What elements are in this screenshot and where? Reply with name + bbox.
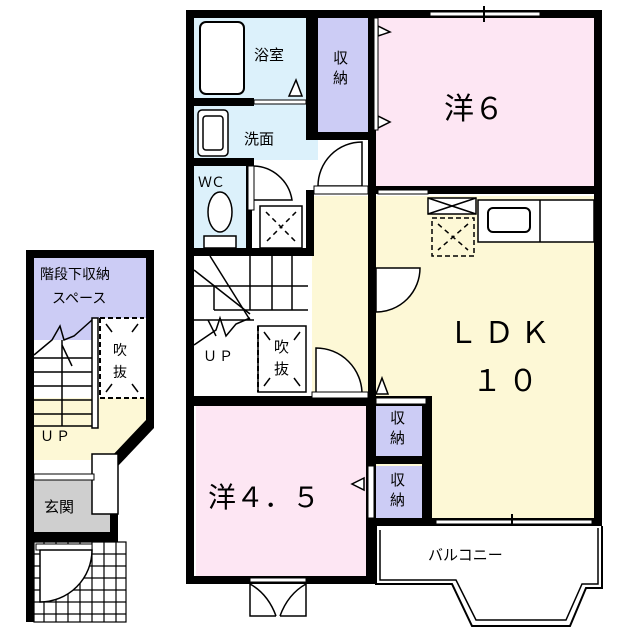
western-45-fill: [196, 406, 366, 576]
storage-top-fill: [318, 18, 370, 132]
entrance-door: [39, 549, 93, 603]
balcony-outline: [375, 526, 603, 627]
shoe-box: [91, 453, 119, 515]
toilet: [207, 191, 233, 233]
staircase-1f: [33, 317, 99, 429]
storage-low-fill: [376, 466, 422, 518]
western-6-fill: [376, 18, 594, 190]
void-2f: [257, 325, 307, 393]
storage-mid-fill: [376, 404, 422, 458]
under-stair-storage-fill: [34, 258, 146, 318]
bathtub: [199, 21, 245, 95]
staircase-2f: [193, 255, 308, 346]
